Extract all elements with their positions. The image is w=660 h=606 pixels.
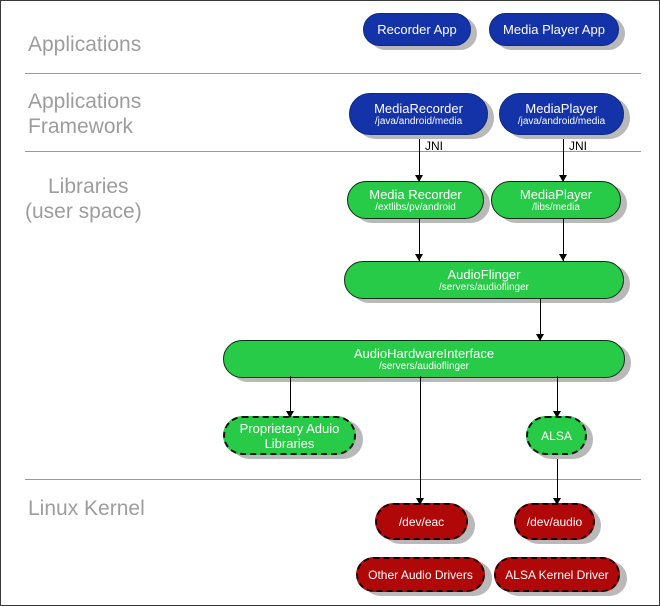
node-alsa[interactable]: ALSA (526, 416, 587, 455)
arrowhead-audioflinger-left (415, 254, 423, 261)
section-label-applications-framework-line2: Framework (28, 115, 134, 138)
arrowhead-mediaplayer-lib (559, 175, 567, 182)
node-dev-eac-title: /dev/eac (398, 514, 445, 529)
edge-mediarecorder-to-media-recorder-lib (419, 139, 420, 181)
node-recorder-app[interactable]: Recorder App (363, 13, 471, 46)
node-alsa-kernel-driver[interactable]: ALSA Kernel Driver (494, 557, 620, 592)
section-label-applications-framework-line1: Applications (28, 90, 142, 113)
node-other-audio-drivers[interactable]: Other Audio Drivers (356, 557, 485, 592)
arrowhead-dev-eac (416, 498, 424, 505)
arrowhead-audiohardwareinterface (536, 334, 544, 341)
edge-alsa-to-dev-audio (557, 459, 558, 504)
node-dev-audio-title: /dev/audio (526, 514, 583, 529)
section-label-libraries-line1: Libraries (48, 175, 129, 198)
divider-linux-kernel (25, 479, 641, 480)
edge-ahi-to-dev-eac (420, 376, 421, 504)
node-mediaplayer-lib[interactable]: MediaPlayer /libs/media (491, 181, 621, 219)
arrowhead-proprietary-audio-libs (286, 411, 294, 418)
node-audioflinger[interactable]: AudioFlinger /servers/audioflinger (344, 261, 624, 299)
node-audiohardwareinterface-subtitle: /servers/audioflinger (378, 360, 470, 372)
node-recorder-app-title: Recorder App (377, 22, 457, 37)
node-media-player-app-title: Media Player App (503, 22, 605, 37)
node-audioflinger-subtitle: /servers/audioflinger (438, 281, 530, 293)
node-audiohardwareinterface-title: AudioHardwareInterface (353, 345, 495, 361)
node-alsa-kernel-driver-title: ALSA Kernel Driver (505, 567, 609, 582)
edge-mediaplayer-lib-to-audioflinger (563, 219, 564, 261)
section-label-libraries-line2: (user space) (25, 200, 142, 223)
node-audioflinger-title: AudioFlinger (447, 266, 521, 282)
node-mediaplayer-framework[interactable]: MediaPlayer /java/android/media (499, 93, 624, 135)
arrowhead-audioflinger-right (559, 254, 567, 261)
section-label-applications: Applications (28, 33, 142, 56)
node-proprietary-audio-libs-subtitle: Libraries (264, 435, 315, 451)
edge-label-jni-player: JNI (569, 139, 587, 153)
edge-label-jni-recorder: JNI (425, 139, 443, 153)
node-media-recorder-lib-title: Media Recorder (369, 186, 462, 202)
node-media-recorder-lib[interactable]: Media Recorder /extlibs/pv/android (347, 181, 484, 219)
edge-media-recorder-lib-to-audioflinger (419, 219, 420, 261)
node-mediaplayer-lib-title: MediaPlayer (519, 186, 593, 202)
node-other-audio-drivers-title: Other Audio Drivers (368, 567, 473, 582)
node-alsa-title: ALSA (541, 428, 572, 443)
edge-mediaplayer-to-mediaplayer-lib (563, 139, 564, 181)
arrowhead-alsa (553, 411, 561, 418)
node-dev-audio[interactable]: /dev/audio (514, 503, 595, 540)
edge-ahi-to-alsa (557, 376, 558, 417)
node-mediarecorder-framework-title: MediaRecorder (374, 100, 463, 116)
node-mediarecorder-framework[interactable]: MediaRecorder /java/android/media (349, 93, 488, 135)
node-media-recorder-lib-subtitle: /extlibs/pv/android (375, 201, 456, 213)
node-mediaplayer-framework-title: MediaPlayer (525, 100, 598, 116)
arrowhead-dev-audio (553, 498, 561, 505)
edge-ahi-to-proprietary-audio-libs (290, 376, 291, 417)
divider-applications-framework (25, 151, 641, 152)
node-mediaplayer-lib-subtitle: /libs/media (532, 201, 580, 213)
edge-audioflinger-to-audiohardwareinterface (540, 299, 541, 341)
node-proprietary-audio-libs[interactable]: Proprietary Aduio Libraries (223, 416, 356, 455)
node-mediaplayer-framework-subtitle: /java/android/media (517, 115, 606, 127)
section-label-linux-kernel: Linux Kernel (28, 497, 145, 520)
node-audiohardwareinterface[interactable]: AudioHardwareInterface /servers/audiofli… (223, 340, 625, 378)
divider-applications (25, 73, 641, 74)
arrowhead-media-recorder-lib (415, 175, 423, 182)
node-proprietary-audio-libs-title: Proprietary Aduio (239, 420, 340, 436)
node-media-player-app[interactable]: Media Player App (489, 13, 619, 46)
node-mediarecorder-framework-subtitle: /java/android/media (374, 115, 463, 127)
node-dev-eac[interactable]: /dev/eac (375, 503, 468, 540)
